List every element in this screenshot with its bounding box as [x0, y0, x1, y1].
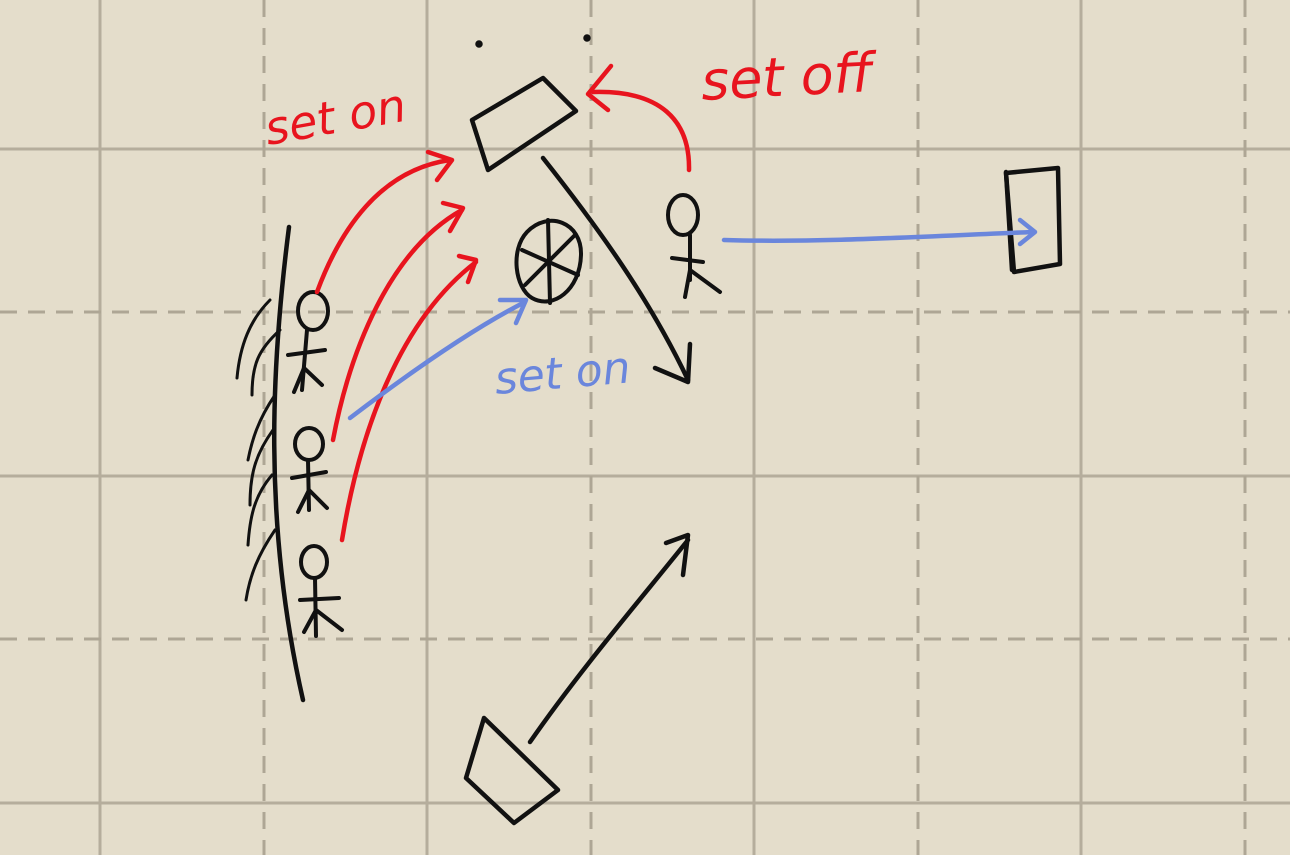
red-arrow-head [585, 63, 614, 113]
person-figure [286, 290, 330, 394]
arrow-up-right [527, 537, 691, 745]
red-arrow [339, 259, 479, 543]
red-arrow-head [425, 149, 455, 183]
blue-ink [347, 217, 1038, 421]
person-figure [298, 544, 344, 638]
label-set-on-blue: set on [493, 342, 633, 405]
label-set-on-red: set on [261, 78, 410, 156]
blue-arrow [721, 229, 1036, 243]
red-arrow [330, 207, 465, 443]
blue-arrow-head [497, 297, 529, 326]
red-arrow [590, 89, 692, 173]
dot [583, 34, 591, 42]
red-arrow-head [440, 200, 466, 234]
label-set-off-red: set off [699, 41, 879, 113]
wall-line [272, 224, 306, 703]
red-arrow-head [456, 253, 479, 285]
person-figure [290, 426, 329, 514]
box-top [469, 75, 579, 173]
box-right [1003, 165, 1063, 275]
box-bottom [463, 715, 561, 826]
box-right-edge [1003, 169, 1015, 273]
wheel [514, 218, 584, 305]
arrow-down-head [652, 341, 693, 385]
black-ink [235, 34, 1063, 826]
person-figure [666, 193, 722, 299]
wall-hatching [235, 298, 282, 602]
dot [475, 40, 483, 48]
arrow-up-right-head [663, 532, 691, 578]
blue-arrow-head [1017, 217, 1038, 247]
blue-arrow [347, 299, 528, 421]
arrow-down [540, 155, 691, 383]
red-ink [314, 63, 692, 543]
red-arrow [314, 157, 453, 295]
